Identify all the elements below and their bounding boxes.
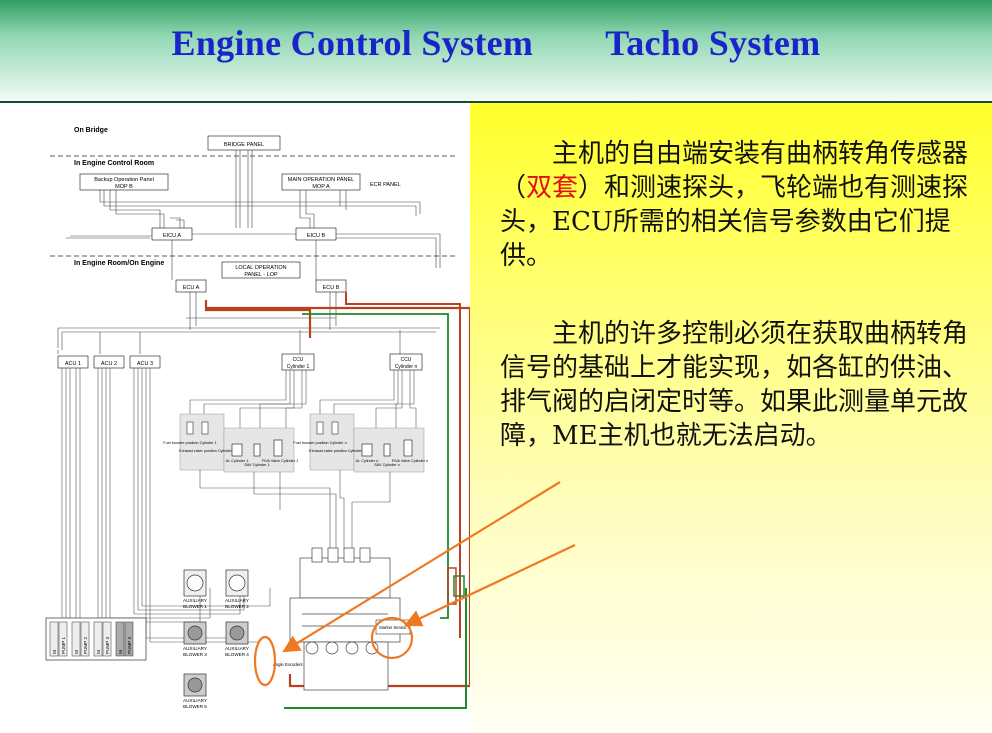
p1-text-b: ）和测速探头，飞轮端也有测速探头，ECU所需的相关信号参数由它们提供。 — [500, 173, 969, 271]
angle-encoders-label: Angle Encoders — [273, 662, 303, 667]
pump-4-m: M — [118, 650, 123, 654]
valve-icon — [273, 439, 283, 457]
ccu-1-label-b: Cylinder 1 — [287, 364, 310, 370]
ecu-a-label: ECU A — [183, 285, 200, 291]
fuel-booster-cyl1: Fuel booster position Cylinder 1 — [163, 441, 216, 445]
valve-icon — [361, 443, 373, 457]
ccu-1-label-a: CCU — [293, 357, 304, 363]
label-on-bridge: On Bridge — [74, 127, 108, 134]
pump-4-label: PUMP 4 — [127, 637, 132, 654]
blower-2-label-a: AUXILIARY — [225, 598, 249, 603]
marker-sensor-highlight — [370, 616, 414, 660]
pump-3-label: PUMP 3 — [105, 637, 110, 654]
acu-1 — [57, 355, 89, 369]
p1-highlight: 双套 — [526, 173, 579, 203]
acu-3-label: ACU 3 — [137, 361, 153, 367]
acu-1-label: ACU 1 — [65, 361, 81, 367]
al-cyln: AL Cylinder n — [356, 459, 379, 463]
valve-icon — [231, 443, 243, 457]
junction-box-green — [453, 575, 465, 597]
engine-control-diagram: On Bridge In Engine Control Room In Engi… — [40, 118, 472, 718]
title-bar: Engine Control System Tacho System — [0, 0, 992, 103]
pump-rack — [45, 617, 147, 661]
marker-sensor-label: Marker Sensor — [379, 625, 407, 630]
fiva-cyl1: FIVA Valve Cylinder 1 — [262, 459, 298, 463]
eicu-b-label: EICU B — [307, 233, 326, 239]
main-panel-label-1: MAIN OPERATION PANEL — [288, 177, 354, 183]
backup-operation-panel — [79, 173, 169, 191]
ccu-cylinder-n — [389, 353, 423, 371]
backup-panel-label-2: MOP B — [115, 184, 133, 190]
blower-1-label-b: BLOWER 1 — [183, 604, 207, 609]
ecu-b-label: ECU B — [323, 285, 340, 291]
fiva-cyln: FIVA Valve Cylinder n — [392, 459, 428, 463]
valve-icon — [383, 443, 391, 457]
sensor-icon — [201, 421, 209, 435]
main-operation-panel — [281, 173, 361, 191]
label-in-engine-room: In Engine Room/On Engine — [74, 260, 164, 267]
fuel-booster-cyln: Fuel booster position Cylinder n — [293, 441, 346, 445]
valve-icon — [403, 439, 413, 457]
sav-cyl1: SAV Cylinder 1 — [244, 463, 269, 467]
acu-3 — [129, 355, 161, 369]
arrow-to-angle-encoder — [282, 481, 561, 653]
acu-2-label: ACU 2 — [101, 361, 117, 367]
p1-text-a: 主机的自由端安装有曲柄转角传感器（ — [500, 139, 969, 203]
engine-drawing — [289, 547, 401, 691]
exhaust-valve-cyl1: Exhaust valve position Cylinder 1 — [179, 449, 235, 453]
angle-encoder-highlight — [253, 635, 277, 687]
sensor-icon — [316, 421, 324, 435]
backup-panel-label-1: Backup Operation Panel — [94, 177, 154, 183]
blower-4-label-b: BLOWER 4 — [225, 652, 249, 657]
al-cyl1: AL Cylinder 1 — [226, 459, 249, 463]
label-in-ecr: In Engine Control Room — [74, 160, 154, 167]
paragraph-1: 主机的自由端安装有曲柄转角传感器（双套）和测速探头，飞轮端也有测速探头，ECU所… — [500, 137, 980, 273]
p2-text: 主机的许多控制必须在获取曲柄转角信号的基础上才能实现，如各缸的供油、排气阀的启闭… — [500, 319, 969, 451]
blower-3-label-a: AUXILIARY — [183, 646, 207, 651]
slide-title: Engine Control System Tacho System — [0, 22, 992, 64]
ccu-n-label-b: Cylinder n — [395, 364, 418, 370]
sensor-icon — [331, 421, 339, 435]
pump-3-m: M — [96, 650, 101, 654]
blower-1-label-a: AUXILIARY — [183, 598, 207, 603]
lop-label-1: LOCAL OPERATION — [235, 265, 286, 271]
pump-1-m: M — [52, 650, 57, 654]
local-operation-panel — [221, 261, 301, 279]
blower-5-label-a: AUXILIARY — [183, 698, 207, 703]
title-engine-control-system: Engine Control System — [171, 23, 534, 63]
bridge-panel-label: BRIDGE PANEL — [224, 142, 264, 148]
ecu-b — [315, 279, 347, 293]
blower-2-label-b: BLOWER 2 — [225, 604, 249, 609]
diagram-svg: On Bridge In Engine Control Room In Engi… — [45, 127, 472, 709]
ccu-n-label-a: CCU — [401, 357, 412, 363]
cable-green-1 — [302, 313, 449, 619]
cable-marker-sensor — [345, 292, 461, 638]
arrow-to-marker-sensor — [404, 544, 576, 627]
sensor-icon — [186, 421, 194, 435]
pump-2-m: M — [74, 650, 79, 654]
pump-2-label: PUMP 2 — [83, 637, 88, 654]
bridge-panel — [207, 135, 281, 151]
auxiliary-blowers — [183, 569, 249, 697]
eicu-a-label: EICU A — [163, 233, 181, 239]
pump-1-label: PUMP 1 — [61, 637, 66, 654]
paragraph-2: 主机的许多控制必须在获取曲柄转角信号的基础上才能实现，如各缸的供油、排气阀的启闭… — [500, 317, 980, 453]
blower-5-label-b: BLOWER 5 — [183, 704, 207, 709]
acu-2 — [93, 355, 125, 369]
exhaust-valve-cyln: Exhaust valve position Cylinder n — [309, 449, 365, 453]
blower-3-label-b: BLOWER 3 — [183, 652, 207, 657]
main-panel-label-2: MOP A — [312, 184, 330, 190]
cable-green-2 — [284, 588, 467, 709]
blower-4-label-a: AUXILIARY — [225, 646, 249, 651]
text-panel: 主机的自由端安装有曲柄转角传感器（双套）和测速探头，飞轮端也有测速探头，ECU所… — [470, 103, 992, 733]
ecu-a — [175, 279, 207, 293]
valve-icon — [253, 443, 261, 457]
ccu-cylinder-1 — [281, 353, 315, 371]
title-tacho-system: Tacho System — [605, 23, 821, 63]
sav-cyln: SAV Cylinder n — [374, 463, 399, 467]
ecr-panel-label: ECR PANEL — [370, 182, 401, 188]
lop-label-2: PANEL - LOP — [244, 272, 278, 278]
